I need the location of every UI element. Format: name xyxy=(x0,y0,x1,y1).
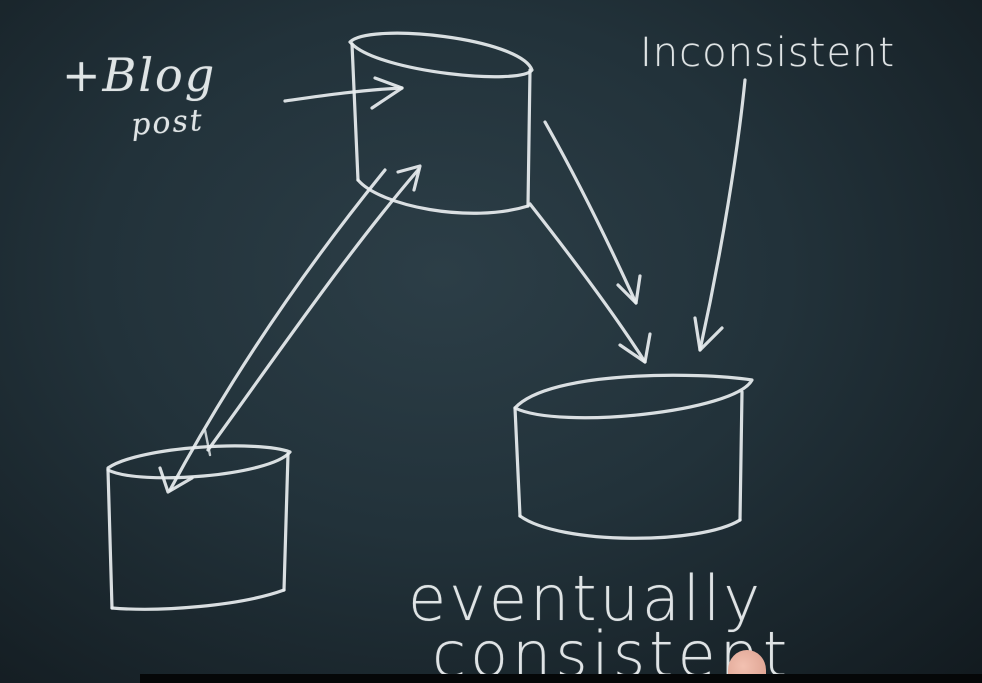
bottom-left-database-cylinder xyxy=(106,444,292,611)
replication-arrows-right xyxy=(528,120,652,364)
inconsistent-label: Inconsistent xyxy=(640,30,896,76)
blog-label: +Blog xyxy=(62,48,217,102)
top-database-cylinder xyxy=(348,31,534,215)
eventually-label: eventually xyxy=(408,562,764,635)
video-bottom-bar xyxy=(140,674,982,683)
blog-post-arrow xyxy=(283,76,404,110)
inconsistent-arrow xyxy=(693,78,747,352)
post-label: post xyxy=(130,102,205,143)
replication-arrows-left xyxy=(158,164,422,494)
bottom-right-database-cylinder xyxy=(513,373,754,540)
